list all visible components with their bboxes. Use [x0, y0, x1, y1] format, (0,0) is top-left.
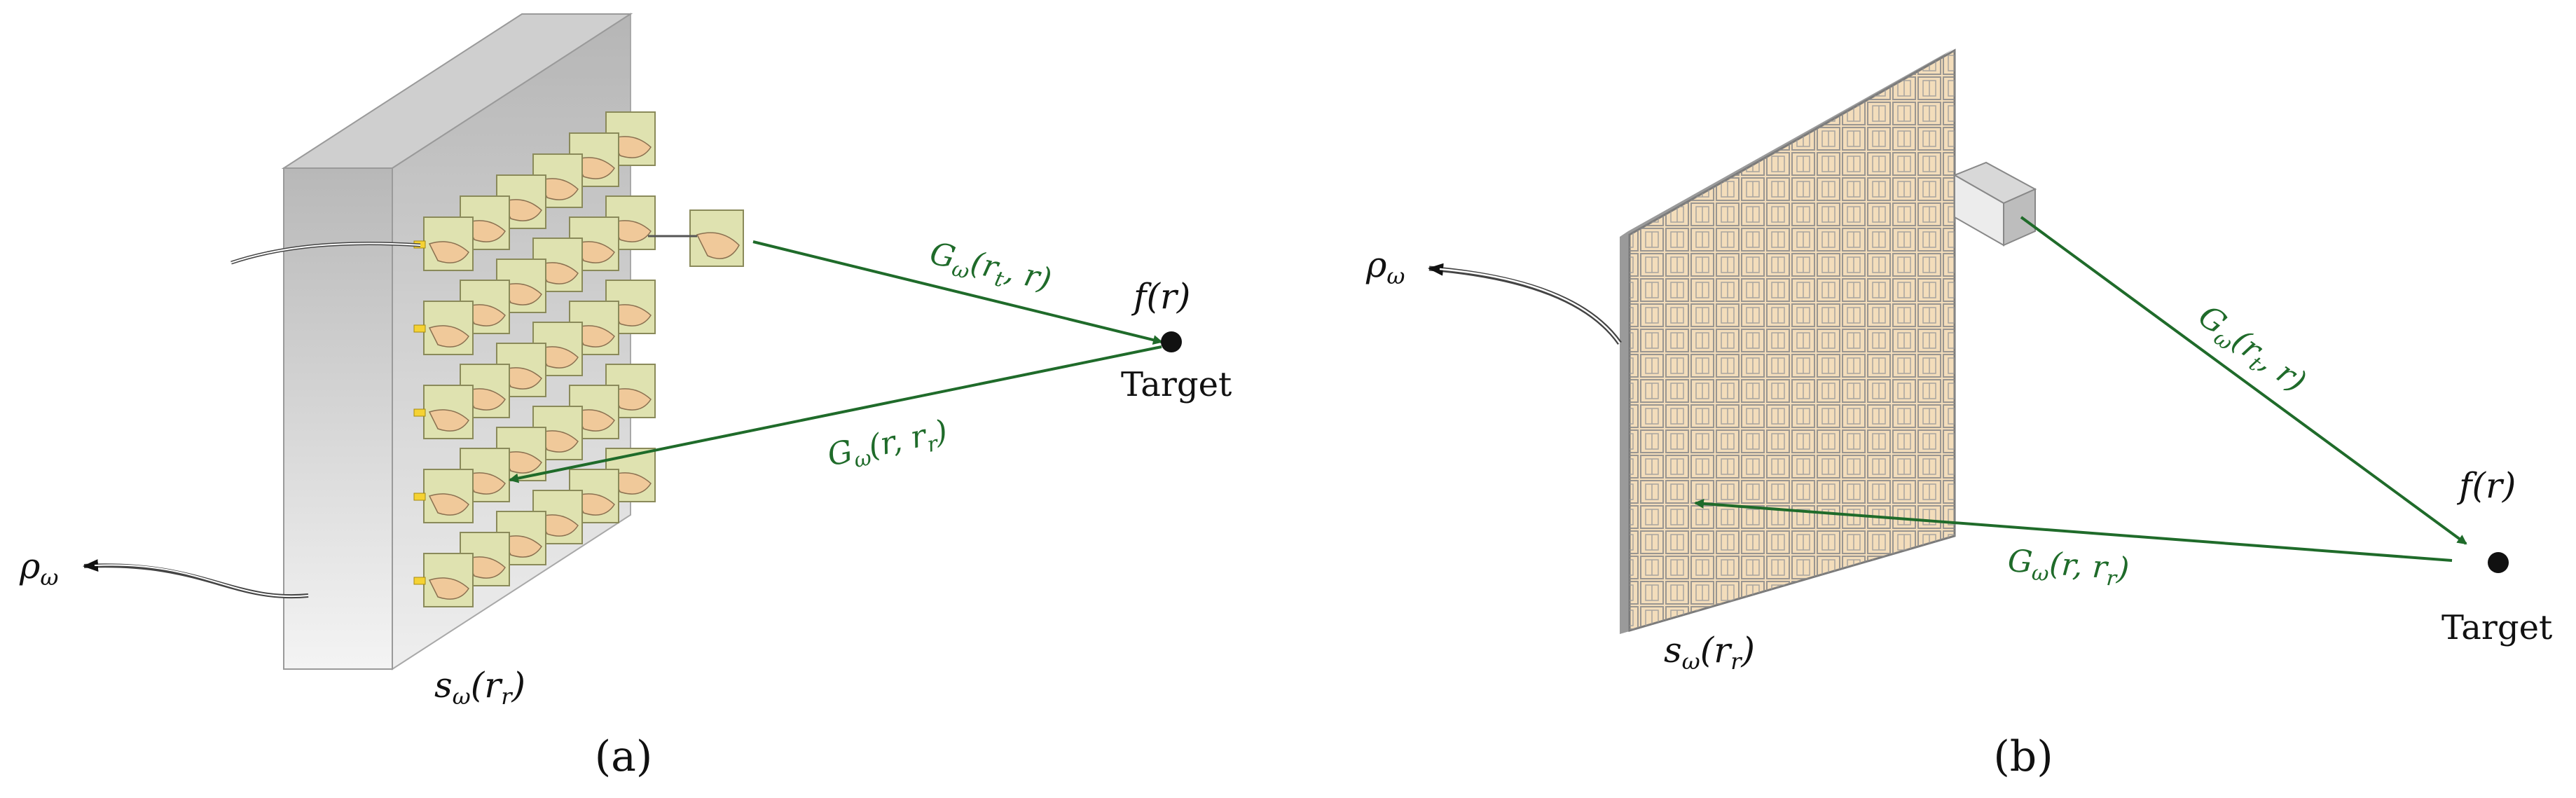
rx-path-label: Gω(r, rr) — [825, 413, 952, 479]
tx-path-label: Gω(rt, r) — [925, 235, 1055, 303]
caption-b: (b) — [1993, 732, 2053, 781]
transmit-path-arrow-b — [2020, 216, 2467, 545]
transmit-waveguide — [1952, 161, 2037, 247]
tx-path-label-b: Gω(rt, r) — [2189, 298, 2313, 404]
target-function-label: f(r) — [1131, 276, 1190, 317]
enclosure-front-face — [283, 167, 393, 670]
horn-antenna — [413, 385, 474, 439]
output-cable — [83, 559, 309, 599]
array-response-label: sω(rr) — [434, 665, 525, 710]
receive-path-arrow — [509, 345, 1162, 483]
output-cable-b — [1428, 263, 1622, 345]
array-response-label-b: sω(rr) — [1664, 630, 1755, 675]
panel-a: Gω(rt, r) Gω(r, rr) f(r) Target ρω sω(rr… — [19, 13, 1232, 781]
horn-antenna-array — [413, 111, 656, 607]
horn-antenna — [460, 195, 510, 250]
panel-b: Gω(rt, r) Gω(r, rr) f(r) Target ρω sω(rr… — [1365, 48, 2552, 781]
caption-a: (a) — [595, 732, 653, 781]
rho-label-b: ρω — [1365, 245, 1405, 289]
rx-path-label-b: Gω(r, rr) — [2006, 543, 2130, 592]
transmit-horn — [648, 209, 744, 267]
target-label-b: Target — [2441, 608, 2552, 647]
target-point — [1161, 331, 1182, 352]
metasurface-cells — [1630, 50, 1955, 631]
receive-path-arrow-b — [1694, 498, 2453, 562]
feed-cable-inner — [230, 242, 421, 263]
horn-antenna — [413, 301, 474, 355]
target-label: Target — [1121, 365, 1232, 404]
transmit-path-arrow — [752, 240, 1163, 345]
horn-antenna — [605, 111, 656, 166]
target-function-label-b: f(r) — [2456, 465, 2516, 506]
horn-antenna — [413, 469, 474, 523]
rho-label: ρω — [19, 546, 59, 591]
horn-antenna — [413, 553, 474, 607]
target-point-b — [2488, 552, 2509, 573]
